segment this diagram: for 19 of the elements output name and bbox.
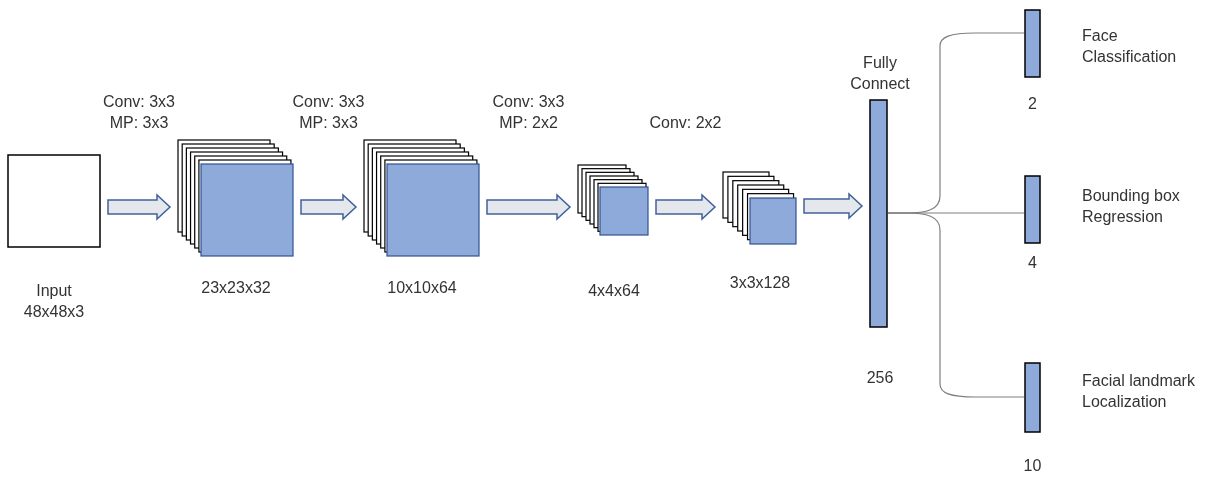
block-arrow xyxy=(300,193,358,221)
unit-count: 4 xyxy=(1027,253,1038,273)
layer-size-label: 10x10x64 xyxy=(386,278,458,298)
block-arrow xyxy=(486,193,572,221)
layer-size-label: 4x4x64 xyxy=(587,281,641,301)
block-arrow xyxy=(655,193,717,221)
output-name: Bounding box Regression xyxy=(1082,186,1181,227)
layer-name: Fully Connect xyxy=(849,53,911,94)
layer-size-label: Input 48x48x3 xyxy=(22,281,86,322)
bracket-line xyxy=(887,212,1025,398)
layer-size-label: 3x3x128 xyxy=(728,273,792,293)
unit-count: 10 xyxy=(1022,456,1043,476)
unit-count: 256 xyxy=(865,368,895,388)
output-name: Face Classification xyxy=(1082,26,1178,67)
unit-count: 2 xyxy=(1027,94,1038,114)
layer-size-label: 23x23x32 xyxy=(200,278,272,298)
block-arrow xyxy=(107,193,172,221)
output-name: Facial landmark Localization xyxy=(1082,371,1196,412)
block-arrow xyxy=(803,192,864,220)
